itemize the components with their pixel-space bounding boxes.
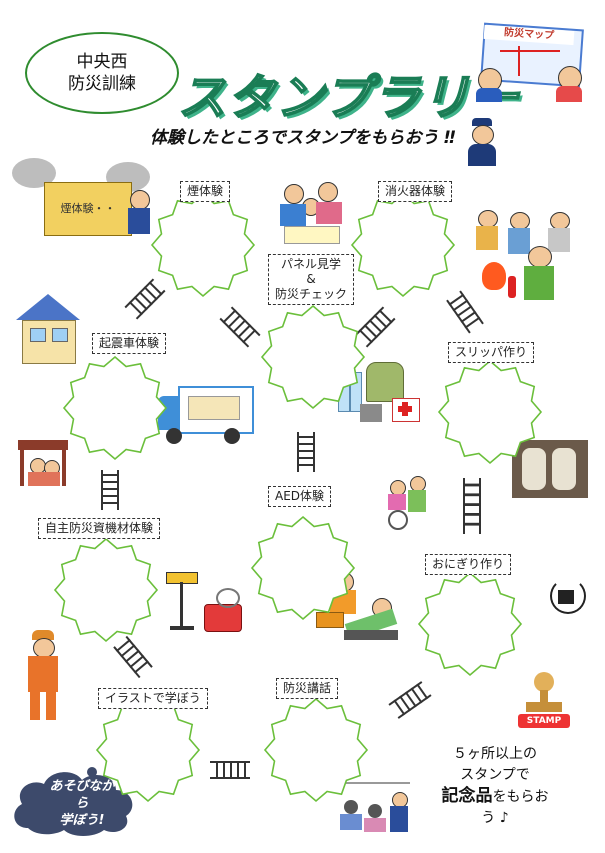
stamp-area-talk xyxy=(263,697,369,803)
stamp-area-onigiri xyxy=(417,571,523,677)
cloud-text: あそびなが ら 学ぼう! xyxy=(22,778,142,829)
stamp-area-equipment xyxy=(53,537,159,643)
disaster-map-illustration: 防災マップ xyxy=(476,22,588,102)
station-label-slipper: スリッパ作り xyxy=(448,342,535,363)
panel-line-3: 防災チェック xyxy=(275,287,348,301)
stamp-area-quake xyxy=(62,355,168,461)
org-badge: 中央西 防災訓練 xyxy=(25,32,179,114)
station-label-panel: パネル見学 & 防災チェック xyxy=(268,254,355,305)
station-label-aed: AED体験 xyxy=(268,486,332,507)
station-label-quake: 起震車体験 xyxy=(92,333,167,354)
station-label-smoke: 煙体験 xyxy=(180,181,231,202)
station-label-talk: 防災講話 xyxy=(276,678,339,699)
reward-text: ５ヶ所以上の スタンプで 記念品をもらお う ♪ xyxy=(430,744,560,829)
house-illustration xyxy=(12,294,82,366)
audience-illustration xyxy=(330,782,410,838)
floodlight-generator-illustration xyxy=(164,568,244,634)
guide-person-illustration xyxy=(462,118,502,168)
reward-prize: 記念品 xyxy=(441,786,493,806)
slipper-photo xyxy=(512,440,588,498)
firefighter-illustration xyxy=(24,630,62,722)
org-event: 防災訓練 xyxy=(68,74,136,94)
smoke-experience-illustration: 煙体験・・ xyxy=(10,158,160,240)
emergency-supplies-illustration xyxy=(336,362,420,426)
org-name: 中央西 xyxy=(76,52,128,72)
page-title: スタンプラリー xyxy=(177,69,520,127)
panel-line-2: & xyxy=(306,272,316,286)
stamp-area-extinguisher xyxy=(350,192,456,298)
wheelchair-illustration xyxy=(386,476,430,530)
reward-line-3-rest: をもらお xyxy=(492,789,549,805)
panel-line-1: パネル見学 xyxy=(281,257,342,271)
station-label-extinguisher: 消火器体験 xyxy=(378,181,453,202)
stamp-sign: STAMP xyxy=(518,714,570,728)
family-illustration xyxy=(278,178,344,246)
reward-line-1: ５ヶ所以上の xyxy=(453,746,537,762)
cloud-line-2: ら xyxy=(75,796,89,811)
fire-extinguisher-illustration xyxy=(466,210,576,306)
stamp-area-illust xyxy=(95,697,201,803)
speech-cloud xyxy=(14,767,133,836)
cloud-line-1: あそびなが xyxy=(49,779,115,794)
station-label-equipment: 自主防災資機材体験 xyxy=(38,518,161,539)
stamp-area-panel xyxy=(260,304,366,410)
smoke-tent-sign: 煙体験・・ xyxy=(44,182,132,236)
reward-line-2: スタンプで xyxy=(460,767,530,783)
stamp-area-smoke xyxy=(150,192,256,298)
stamp-area-slipper xyxy=(437,359,543,465)
station-label-onigiri: おにぎり作り xyxy=(425,554,512,575)
reward-line-4: う ♪ xyxy=(481,810,509,826)
shelter-illustration xyxy=(18,440,68,486)
stamp-illustration: STAMP xyxy=(518,672,570,730)
page-subtitle: 体験したところでスタンプをもらおう ‼ xyxy=(150,128,456,148)
station-label-illust: イラストで学ぼう xyxy=(98,688,208,709)
reward-line-3: 記念品をもらお xyxy=(430,786,560,808)
stamp-area-aed xyxy=(250,515,356,621)
quake-truck-illustration xyxy=(158,386,254,448)
cloud-line-3: 学ぼう! xyxy=(59,813,105,828)
onigiri-icon xyxy=(548,574,586,616)
